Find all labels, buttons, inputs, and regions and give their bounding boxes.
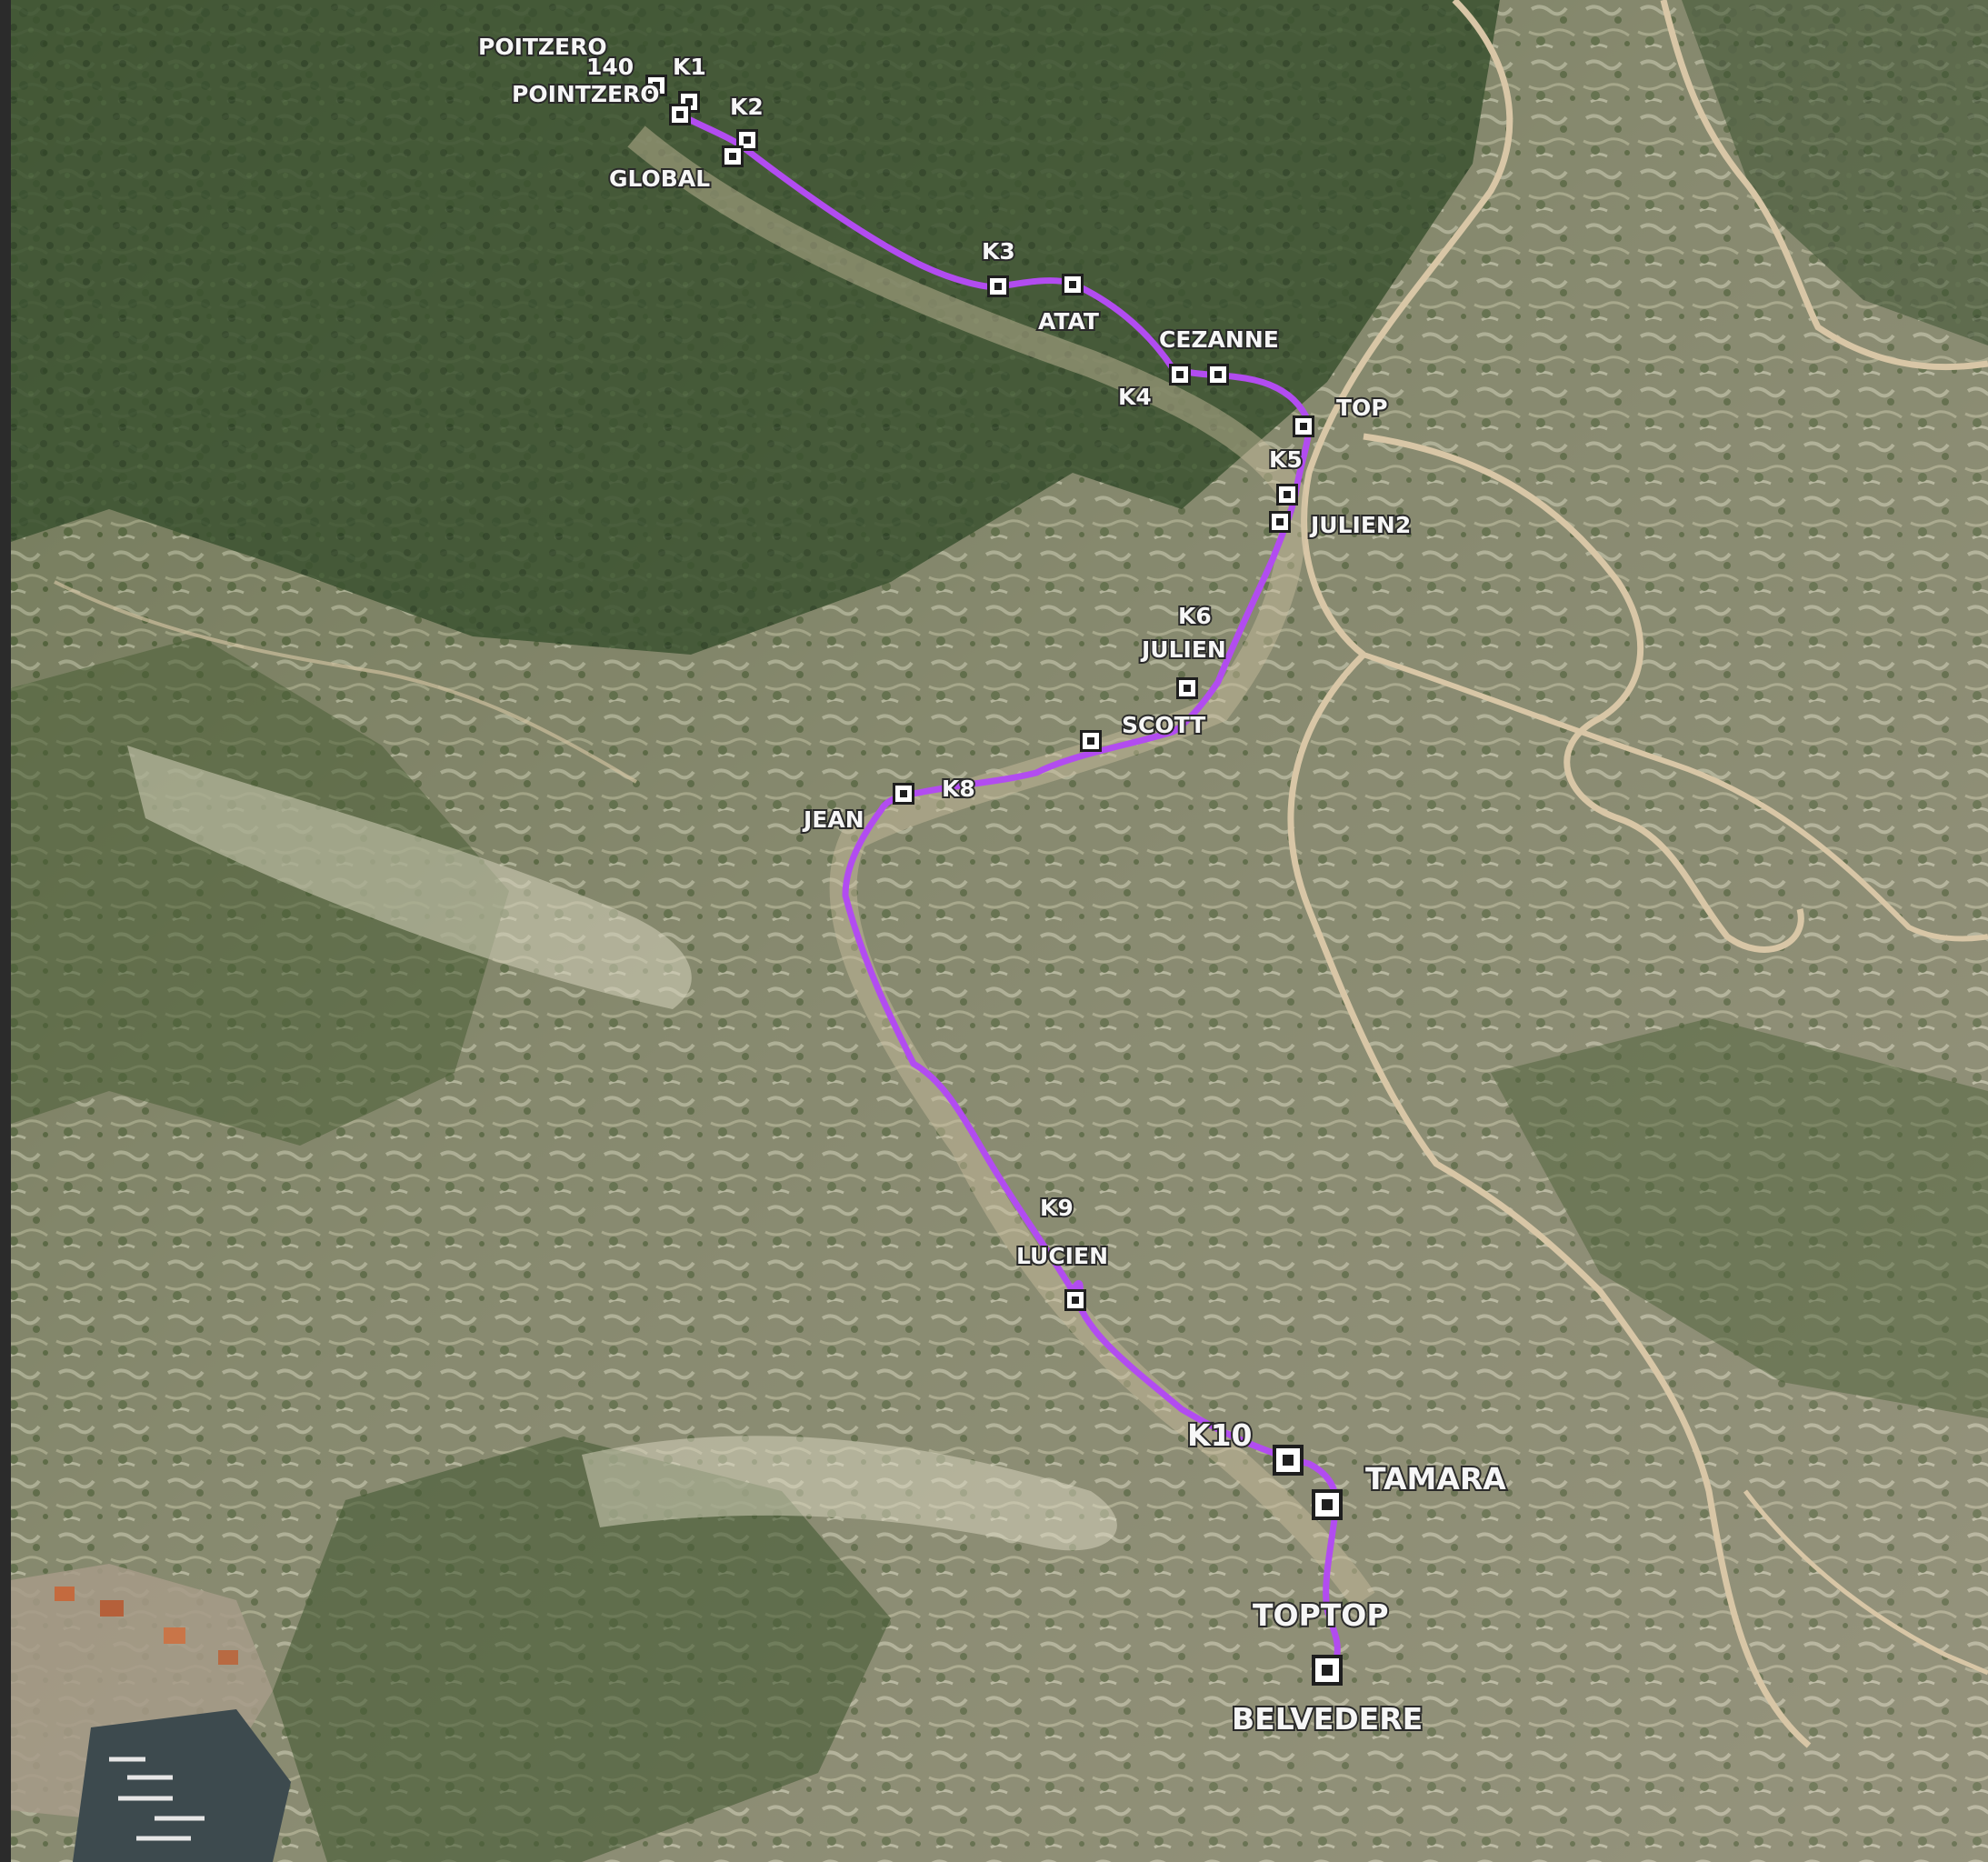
waypoint-label: CEZANNE bbox=[1159, 326, 1279, 353]
waypoint[interactable]: TAMARA bbox=[1312, 1459, 1508, 1520]
waypoint-label: SCOTT bbox=[1122, 712, 1205, 738]
dirt-track-south bbox=[1287, 652, 1812, 1748]
waypoint[interactable]: GLOBAL bbox=[607, 145, 744, 194]
waypoint[interactable]: K10 bbox=[1185, 1416, 1304, 1476]
waypoint-marker-icon[interactable] bbox=[1080, 730, 1102, 752]
waypoint-marker-icon[interactable] bbox=[669, 104, 691, 125]
waypoint-marker-icon[interactable] bbox=[645, 75, 667, 96]
window-edge bbox=[0, 0, 11, 1862]
waypoint-marker-icon[interactable] bbox=[987, 275, 1009, 297]
dirt-track-west bbox=[54, 580, 638, 784]
waypoint-label: LUCIEN bbox=[1016, 1243, 1108, 1269]
waypoint-marker-icon[interactable] bbox=[1273, 1445, 1304, 1476]
waypoint-marker-icon[interactable] bbox=[1276, 484, 1298, 506]
waypoint-marker-icon[interactable] bbox=[1269, 511, 1291, 533]
waypoint-marker-icon[interactable] bbox=[722, 145, 744, 167]
waypoint-label: JEAN bbox=[802, 806, 864, 833]
waypoint-marker-icon[interactable] bbox=[1207, 364, 1229, 385]
waypoint[interactable]: POINTZERO bbox=[510, 79, 691, 125]
waypoint[interactable]: K1 bbox=[671, 52, 708, 113]
waypoint-label: K9 bbox=[1040, 1195, 1074, 1221]
building bbox=[55, 1587, 75, 1601]
waypoint[interactable]: K4 bbox=[1116, 364, 1229, 412]
waypoint-marker-icon[interactable] bbox=[1312, 1655, 1343, 1686]
harbor-water bbox=[73, 1709, 291, 1862]
waypoint-label: BELVEDERE bbox=[1232, 1701, 1423, 1737]
waypoint[interactable]: TOPTOP bbox=[1251, 1596, 1391, 1635]
waypoint-label: K3 bbox=[982, 238, 1015, 265]
waypoint-label: TOPTOP bbox=[1253, 1597, 1389, 1633]
waypoint-marker-icon[interactable] bbox=[893, 783, 914, 805]
forest-ridge-south bbox=[273, 1437, 891, 1862]
dirt-track-east-loop bbox=[1363, 652, 1988, 942]
building bbox=[164, 1627, 185, 1644]
harbor-boats bbox=[109, 1757, 205, 1841]
building bbox=[218, 1650, 238, 1665]
waypoint-label: ATAT bbox=[1038, 308, 1099, 335]
waypoint-marker-icon[interactable] bbox=[1062, 274, 1084, 295]
waypoint-marker-icon[interactable] bbox=[736, 129, 758, 151]
waypoint-label: K1 bbox=[673, 54, 706, 80]
dirt-track-north bbox=[1301, 0, 1513, 657]
waypoint-label: K10 bbox=[1187, 1417, 1253, 1453]
waypoint[interactable]: POITZERO bbox=[476, 32, 609, 62]
forest-northeast bbox=[1682, 0, 1988, 345]
forest-north bbox=[0, 0, 1500, 655]
waypoint-label: K6 bbox=[1178, 603, 1212, 629]
waypoint[interactable]: K8 bbox=[940, 774, 977, 804]
waypoint[interactable]: SCOTT bbox=[1080, 710, 1207, 752]
waypoint[interactable]: ATAT bbox=[1036, 274, 1101, 336]
waypoint-marker-icon[interactable] bbox=[1064, 1289, 1086, 1311]
waypoint-marker-icon[interactable] bbox=[1312, 1489, 1343, 1520]
waypoint[interactable]: K6 bbox=[1176, 601, 1214, 631]
forest-ridge-east bbox=[1491, 1018, 1988, 1418]
dirt-track-southeast bbox=[1743, 1489, 1988, 1676]
rock-band-south bbox=[582, 1436, 1117, 1551]
waypoint[interactable]: 140 bbox=[584, 52, 667, 96]
waypoint-label: K4 bbox=[1118, 384, 1152, 410]
forest-ridge-west bbox=[0, 636, 509, 1146]
waypoint-marker-icon[interactable] bbox=[1169, 364, 1191, 385]
dirt-track-east bbox=[1660, 0, 1988, 371]
waypoint[interactable]: BELVEDERE bbox=[1230, 1655, 1424, 1738]
waypoint[interactable]: JULIEN bbox=[1138, 635, 1228, 699]
waypoint[interactable]: JULIEN2 bbox=[1269, 510, 1413, 540]
waypoint-label: TAMARA bbox=[1365, 1461, 1506, 1497]
waypoint-label: POINTZERO bbox=[512, 81, 660, 107]
dirt-track-serpentine bbox=[1363, 433, 1804, 953]
waypoint-label: K8 bbox=[942, 776, 975, 802]
waypoint[interactable]: TOP bbox=[1293, 393, 1390, 437]
waypoint-label: GLOBAL bbox=[609, 165, 710, 192]
waypoint[interactable]: K5 bbox=[1267, 445, 1304, 506]
waypoint[interactable]: CEZANNE bbox=[1157, 325, 1281, 385]
waypoint-label: TOP bbox=[1336, 395, 1388, 421]
waypoint[interactable]: K2 bbox=[728, 92, 765, 151]
waypoint-marker-icon[interactable] bbox=[1293, 415, 1314, 437]
waypoint-label: JULIEN bbox=[1140, 636, 1226, 663]
waypoint[interactable]: JEAN bbox=[800, 783, 914, 835]
waypoint-label: JULIEN2 bbox=[1309, 512, 1411, 538]
waypoint[interactable]: K9 bbox=[1038, 1193, 1075, 1223]
rock-band-west bbox=[127, 746, 692, 1009]
waypoint-label: POITZERO bbox=[478, 34, 607, 60]
waypoint-label: K5 bbox=[1269, 446, 1303, 473]
waypoint-label: K2 bbox=[730, 94, 764, 120]
waypoint-marker-icon[interactable] bbox=[1176, 677, 1198, 699]
building bbox=[100, 1600, 124, 1617]
waypoint[interactable]: K3 bbox=[980, 236, 1017, 297]
waypoint[interactable]: LUCIEN bbox=[1014, 1241, 1110, 1311]
waypoint-label: 140 bbox=[586, 54, 634, 80]
